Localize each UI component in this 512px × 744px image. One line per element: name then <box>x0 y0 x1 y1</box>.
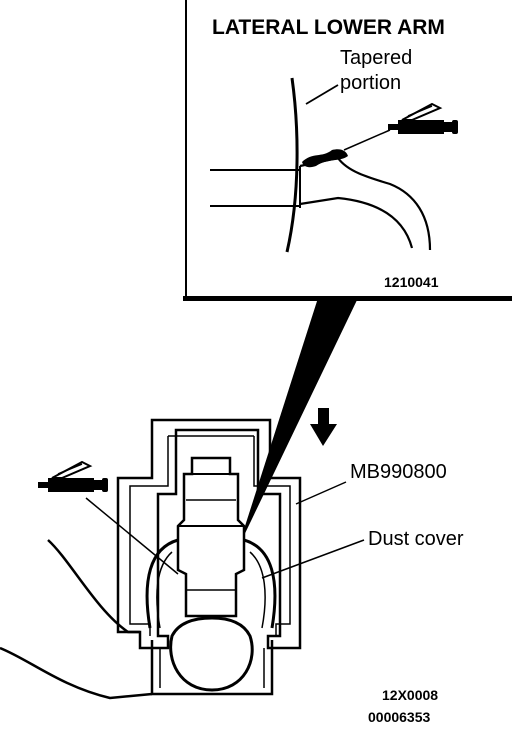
grease-application <box>302 149 348 168</box>
figure-code-line1: 12X0008 <box>382 687 438 703</box>
inset-detail: LATERAL LOWER ARM Tapered portion 121004… <box>183 0 512 548</box>
tapered-leader-line <box>305 84 339 105</box>
grease-gun-icon <box>388 102 458 134</box>
inset-frame <box>185 0 512 299</box>
ball-stud-shaft <box>176 456 246 618</box>
grease-leader <box>343 129 391 151</box>
inset-pointer-wedge <box>238 298 358 548</box>
tapered-callout-line2: portion <box>340 72 401 94</box>
grease-gun-leader <box>85 497 179 575</box>
grease-gun-icon <box>38 460 108 492</box>
arm-edge-line <box>285 77 299 253</box>
inset-figure-code: 1210041 <box>384 274 439 290</box>
main-assembly: MB990800 Dust cover 12X0008 00006353 <box>0 408 464 725</box>
dust-cover-label: Dust cover <box>368 528 464 550</box>
dust-cover <box>145 538 277 629</box>
ball-joint-housing <box>150 640 274 696</box>
lower-arm-curve <box>0 539 153 700</box>
tapered-callout-line1: Tapered <box>340 47 412 69</box>
dust-cover-leader-line <box>261 539 365 579</box>
inset-title: LATERAL LOWER ARM <box>212 16 445 39</box>
figure-code-line2: 00006353 <box>368 709 431 725</box>
stud-inner-outline <box>299 196 414 249</box>
tool-number-label: MB990800 <box>350 461 447 483</box>
tool-leader-line <box>295 481 347 505</box>
stud-taper-outline <box>299 156 432 251</box>
ball-joint-ball <box>169 616 254 692</box>
press-direction-arrow-icon <box>310 408 337 446</box>
